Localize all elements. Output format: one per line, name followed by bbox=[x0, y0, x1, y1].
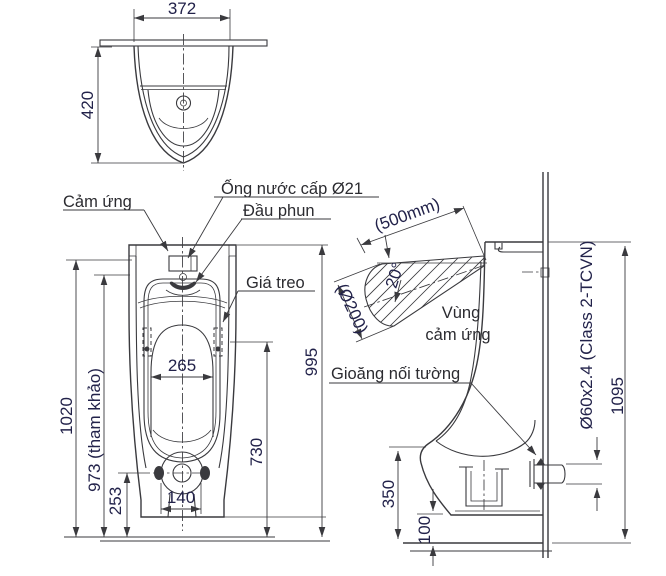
sensor-zone-label-line2: cảm ứng bbox=[425, 326, 490, 344]
side-bowl-sweep bbox=[435, 419, 536, 457]
front-bowl-arch bbox=[150, 324, 214, 437]
supply-callout-leader bbox=[187, 196, 224, 259]
outlet-flange bbox=[529, 459, 535, 489]
dim-line-200 bbox=[337, 284, 363, 340]
dim-1095-label: 1095 bbox=[608, 377, 627, 415]
dim-140-label: 140 bbox=[167, 488, 195, 507]
bracket-callout-leader bbox=[222, 290, 239, 323]
spray-callout-label: Đầu phun bbox=[243, 202, 315, 220]
dim-265-label: 265 bbox=[168, 356, 196, 375]
sensor-window bbox=[168, 255, 198, 272]
side-view: (500mm) 20° (Ø200) Vùng cảm ứng Gioăng n… bbox=[329, 172, 631, 566]
dim-253-label: 253 bbox=[106, 487, 125, 515]
wall-gasket-lower bbox=[536, 483, 545, 490]
bracket-left bbox=[142, 327, 152, 357]
wall-section bbox=[542, 172, 549, 558]
front-view: 1020 973 (tham khảo) 253 730 995 265 140… bbox=[57, 178, 379, 542]
dim-730-label: 730 bbox=[247, 438, 266, 466]
dim-line-500mm bbox=[360, 207, 465, 246]
gasket-callout-label: Gioăng nối tường bbox=[331, 365, 460, 383]
sensor-zone-hatching bbox=[364, 256, 484, 327]
drain-bolt-right bbox=[200, 466, 210, 480]
sensor-zone-label-line1: Vùng bbox=[442, 304, 481, 322]
dim-100-label: 100 bbox=[415, 516, 434, 544]
dim-372-label: 372 bbox=[168, 0, 196, 18]
dim-973-label: 973 (tham khảo) bbox=[85, 368, 104, 492]
mount-marker bbox=[540, 267, 550, 278]
sensor-callout-leader bbox=[143, 209, 169, 252]
dim-500mm-label: (500mm) bbox=[372, 194, 442, 235]
front-bowl-outline bbox=[143, 278, 221, 463]
bracket-right bbox=[213, 327, 223, 357]
dim-995-label: 995 bbox=[302, 348, 321, 376]
bracket-callout-label: Giá treo bbox=[246, 274, 305, 292]
sensor-zone-axis bbox=[363, 264, 486, 308]
wall-gasket-upper bbox=[536, 458, 545, 465]
top-view-bowl-outline bbox=[133, 45, 234, 164]
drain-spout bbox=[167, 493, 197, 518]
dim-350-label: 350 bbox=[379, 480, 398, 508]
side-body-outline bbox=[419, 241, 543, 516]
dim-1020-label: 1020 bbox=[57, 397, 76, 435]
spray-callout-leader bbox=[195, 218, 243, 283]
top-view: 372 420 bbox=[78, 0, 268, 171]
dim-pipe-spec-label: Ø60x2.4 (Class 2-TCVN) bbox=[577, 241, 596, 430]
dim-200-label: (Ø200) bbox=[332, 281, 372, 337]
gasket-callout-leader bbox=[470, 382, 537, 456]
dim-420-label: 420 bbox=[78, 91, 97, 119]
supply-callout-label: Ống nước cấp Ø21 bbox=[221, 178, 363, 198]
sensor-callout-label: Cảm ứng bbox=[63, 193, 132, 211]
supply-inlet bbox=[179, 273, 187, 281]
spray-head bbox=[169, 281, 197, 290]
